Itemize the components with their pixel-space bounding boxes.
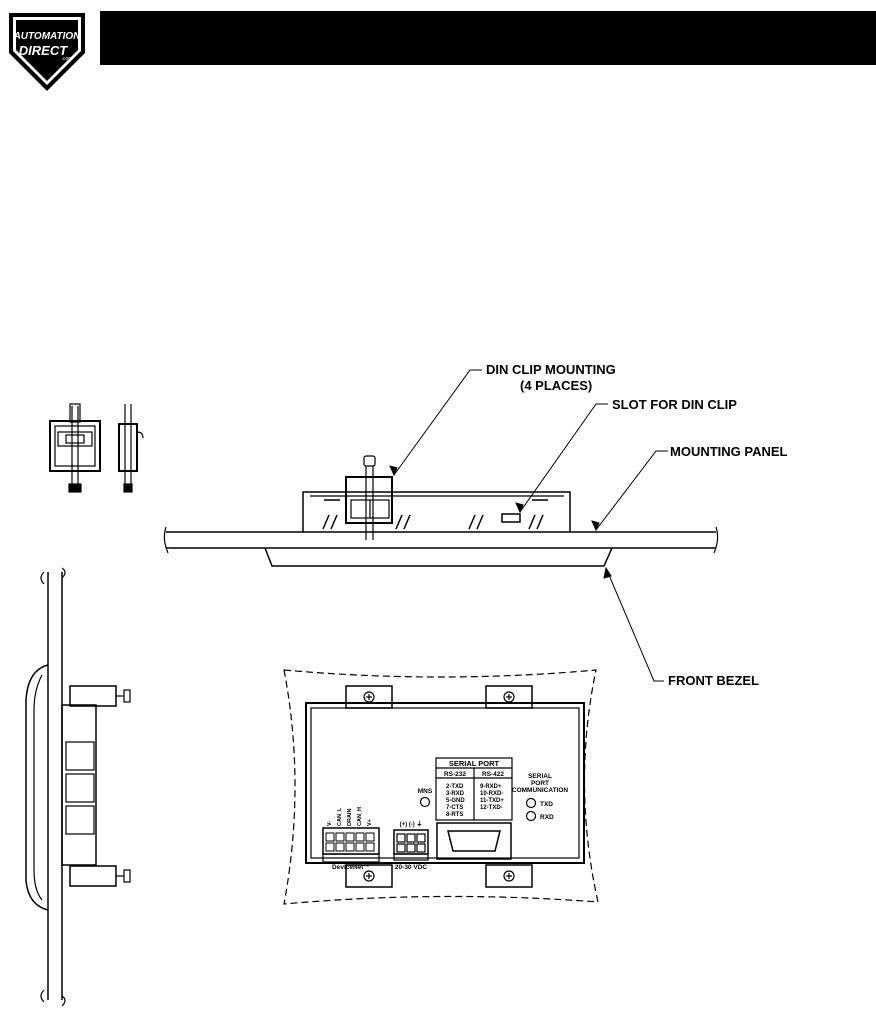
rs232-pin-1: 2-TXD — [446, 784, 464, 790]
txd-label: TXD — [540, 801, 553, 808]
rxd-led — [525, 810, 537, 822]
rs232-pin-5: 8-RTS — [446, 812, 463, 818]
rs422-pin-3: 11-TXD+ — [480, 798, 504, 804]
mounting-panel-label: MOUNTING PANEL — [670, 444, 788, 459]
rs422-pin-1: 9-RXD+ — [480, 784, 502, 790]
devicenet-pin-5: V+ — [367, 819, 373, 826]
logo-suffix: .com — [62, 56, 73, 62]
din-clip-slots — [322, 499, 548, 530]
mns-label: MNS — [418, 788, 433, 795]
logo-line1: AUTOMATION — [13, 31, 82, 42]
din-clip-detail — [49, 403, 144, 493]
comm-title-3: COMMUNICATION — [512, 787, 569, 794]
rs232-title: RS-232 — [444, 771, 466, 778]
din-clip-slot — [501, 513, 521, 523]
rs232-pin-4: 7-CTS — [446, 805, 463, 811]
devicenet-pin-3: DRAIN — [347, 809, 353, 826]
power-pins-label: (+) (-) ⏚ — [400, 821, 423, 828]
devicenet-label: DeviceNet™ — [332, 864, 370, 871]
mns-led — [419, 796, 431, 808]
power-label: 20-30 VDC — [395, 864, 427, 871]
side-view — [25, 567, 131, 1007]
automation-direct-logo: AUTOMATION DIRECT .com — [9, 13, 85, 91]
rs422-pin-4: 12-TXD- — [480, 805, 503, 811]
rs422-pin-2: 10-RXD- — [480, 791, 503, 797]
rs422-title: RS-422 — [482, 771, 504, 778]
rear-view — [283, 669, 599, 905]
txd-led — [525, 797, 537, 809]
din-clip-installed — [345, 455, 393, 540]
rs232-pin-2: 3-RXD — [446, 791, 465, 797]
header-bar — [100, 11, 876, 65]
din-clip-label-line2: (4 PLACES) — [520, 378, 592, 393]
front-bezel-label: FRONT BEZEL — [668, 673, 759, 688]
logo-line2: DIRECT — [19, 43, 68, 58]
devicenet-pin-1: V- — [327, 821, 333, 826]
slot-label: SLOT FOR DIN CLIP — [612, 397, 737, 412]
din-clip-label-line1: DIN CLIP MOUNTING — [486, 362, 616, 377]
comm-title-1: SERIAL — [528, 773, 552, 780]
devicenet-pin-4: CAN_H — [357, 807, 363, 826]
rxd-label: RXD — [540, 814, 554, 821]
rs232-pin-3: 5-GND — [446, 798, 465, 804]
comm-title-2: PORT — [531, 780, 549, 787]
devicenet-pin-2: CAN_L — [337, 807, 343, 826]
top-section-view — [163, 455, 719, 567]
leader-lines — [389, 369, 668, 682]
serial-port-title: SERIAL PORT — [449, 759, 500, 768]
